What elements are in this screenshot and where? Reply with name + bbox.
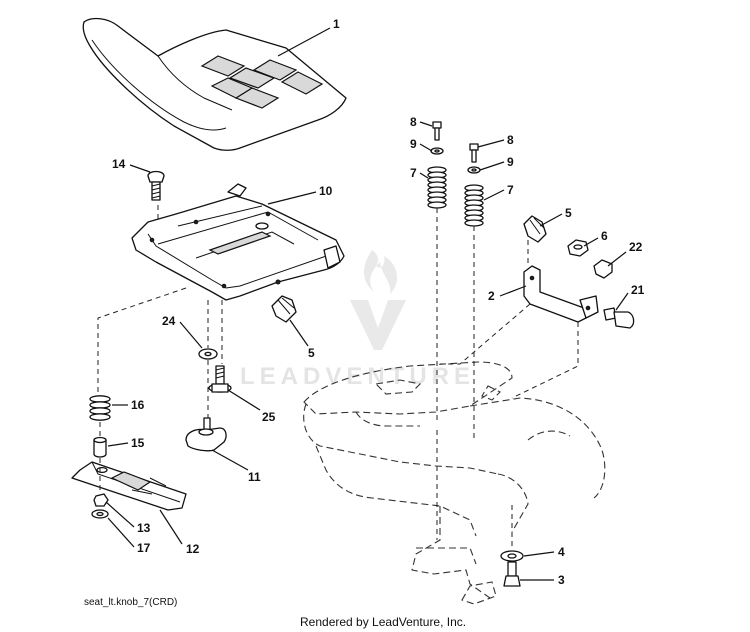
callout-5-left: 5 (308, 346, 315, 360)
callout-3: 3 (558, 573, 565, 587)
v-logo-icon (350, 300, 406, 350)
leader-lines (105, 27, 629, 581)
bolt-14 (147, 170, 165, 201)
washer-24 (198, 348, 218, 360)
nut-13 (93, 493, 109, 507)
left-alignment-lines (97, 205, 223, 494)
bolt-3 (503, 561, 521, 587)
watermark-text: LEADVENTURE (240, 363, 475, 390)
nut-22 (593, 259, 613, 279)
callout-7-left: 7 (410, 166, 417, 180)
callout-17: 17 (137, 541, 151, 555)
nut-6 (567, 239, 589, 257)
right-alignment-lines (436, 208, 579, 548)
callout-6: 6 (601, 229, 608, 243)
bolt-25 (208, 365, 232, 393)
clip-5-left (271, 279, 297, 323)
callout-1: 1 (333, 17, 340, 31)
tractor-frame (303, 361, 606, 605)
callout-9-right: 9 (507, 155, 514, 169)
callout-7-right: 7 (507, 183, 514, 197)
flame-logo-icon (363, 250, 398, 294)
knob-11 (185, 417, 227, 452)
callout-labels: 1 14 10 8 9 7 8 9 7 5 6 22 2 21 5 24 25 … (112, 17, 645, 587)
footer-credit: Rendered by LeadVenture, Inc. (300, 615, 466, 629)
bracket-12 (71, 461, 187, 511)
seat-plate (131, 183, 345, 301)
diagram-caption: seat_lt.knob_7(CRD) (84, 597, 177, 608)
callout-8-left: 8 (410, 115, 417, 129)
spring-7-left (427, 166, 447, 209)
callout-15: 15 (131, 436, 145, 450)
bolt-21 (603, 307, 635, 329)
callout-9-left: 9 (410, 137, 417, 151)
callout-10: 10 (319, 184, 333, 198)
callout-16: 16 (131, 398, 145, 412)
clip-5-right (523, 215, 547, 243)
seat (82, 17, 347, 151)
callout-14: 14 (112, 157, 126, 171)
bolt-8-right (469, 143, 479, 163)
callout-24: 24 (162, 314, 176, 328)
callout-12: 12 (186, 542, 200, 556)
callout-11: 11 (248, 470, 261, 484)
spring-7-right (464, 184, 484, 227)
callout-5-right: 5 (565, 206, 572, 220)
washer-9-right (467, 166, 481, 174)
washer-17 (91, 509, 109, 519)
callout-13: 13 (137, 521, 151, 535)
callout-8-right: 8 (507, 133, 514, 147)
spacer-15 (93, 436, 107, 458)
callout-21: 21 (631, 283, 645, 297)
callout-25: 25 (262, 410, 276, 424)
callout-2: 2 (488, 289, 495, 303)
callout-4: 4 (558, 545, 565, 559)
spring-16 (89, 395, 111, 421)
washer-4 (500, 550, 524, 562)
washer-9-left (430, 147, 444, 155)
bolt-8-left (432, 121, 442, 141)
bracket-2 (523, 265, 599, 323)
callout-22: 22 (629, 240, 643, 254)
